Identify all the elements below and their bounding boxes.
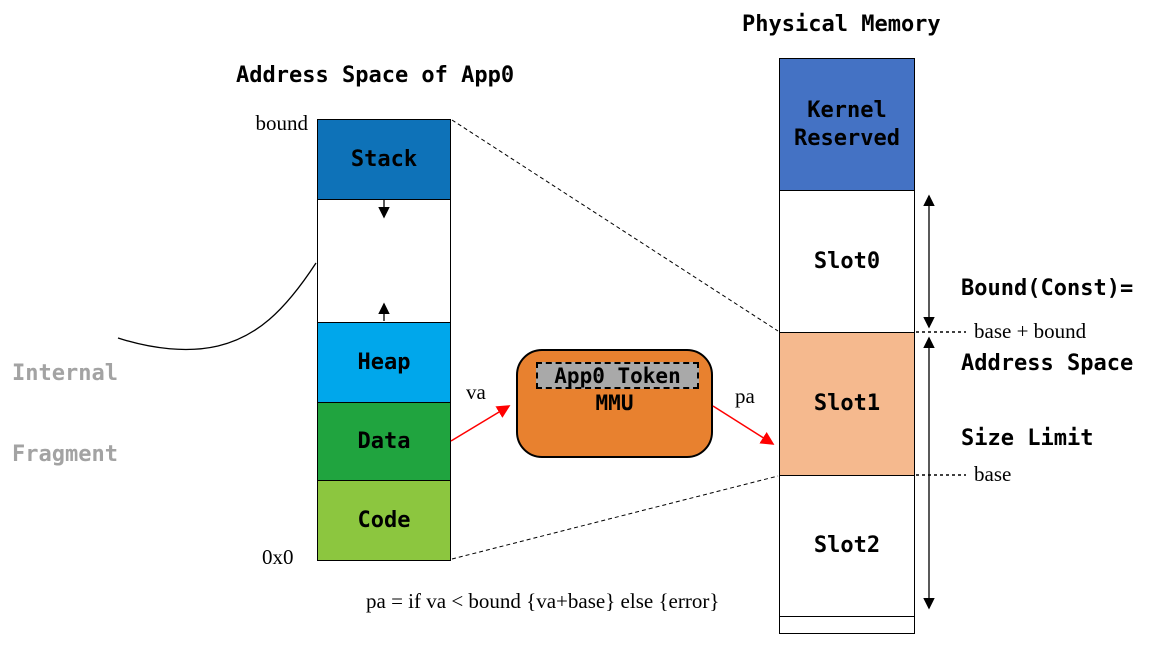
segment-heap: Heap [317,322,451,403]
base-label: base [974,462,1012,486]
bound-const-note-line3: Size Limit [961,426,1094,451]
pa-label: pa [735,384,755,408]
slot-kernel: Kernel Reserved [779,58,915,191]
va-label: va [466,380,486,404]
internal-fragment-label: Internal Fragment [12,306,118,522]
slot-2-label: Slot2 [813,533,881,558]
app0-token-label: App0 Token [554,363,681,388]
translation-formula: pa = if va < bound {va+base} else {error… [366,589,720,613]
bound-label: bound [255,111,309,135]
segment-code: Code [317,480,451,561]
segment-code-label: Code [357,507,411,533]
internal-fragment-pointer-line [117,262,317,351]
pa-arrow [712,405,775,445]
segment-heap-label: Heap [357,349,411,375]
bound-const-note: Bound(Const)= Address Space Size Limit [961,226,1133,501]
bound-const-note-line1: Bound(Const)= [961,276,1134,301]
slot-tail-sliver [779,616,915,634]
slot-0: Slot0 [779,190,915,333]
slot-1-label: Slot1 [813,391,881,416]
address-space-title: Address Space of App0 [236,63,515,88]
physical-memory-title: Physical Memory [742,12,941,37]
slot-1: Slot1 [779,332,915,476]
bound-to-base-plus-bound-dashed-line [451,119,779,332]
segment-data-label: Data [357,428,411,454]
slot-0-label: Slot0 [813,248,881,274]
slot-2: Slot2 [779,475,915,617]
mmu-label: MMU [595,391,634,415]
app0-token-box: App0 Token [536,362,699,389]
segment-free-gap [317,199,451,323]
internal-fragment-line1: Internal [12,361,118,386]
bound-const-note-line2: Address Space [961,351,1134,376]
slot-kernel-label: Kernel Reserved [794,97,900,151]
va-arrow [450,405,511,442]
mmu-box: App0 Token MMU [516,349,713,458]
segment-stack-label: Stack [350,146,418,172]
internal-fragment-line2: Fragment [12,442,118,467]
base-plus-bound-label: base + bound [974,319,1087,343]
zero-address-label: 0x0 [262,545,294,569]
segment-data: Data [317,402,451,481]
segment-stack: Stack [317,119,451,200]
zero-to-base-dashed-line [451,475,779,560]
